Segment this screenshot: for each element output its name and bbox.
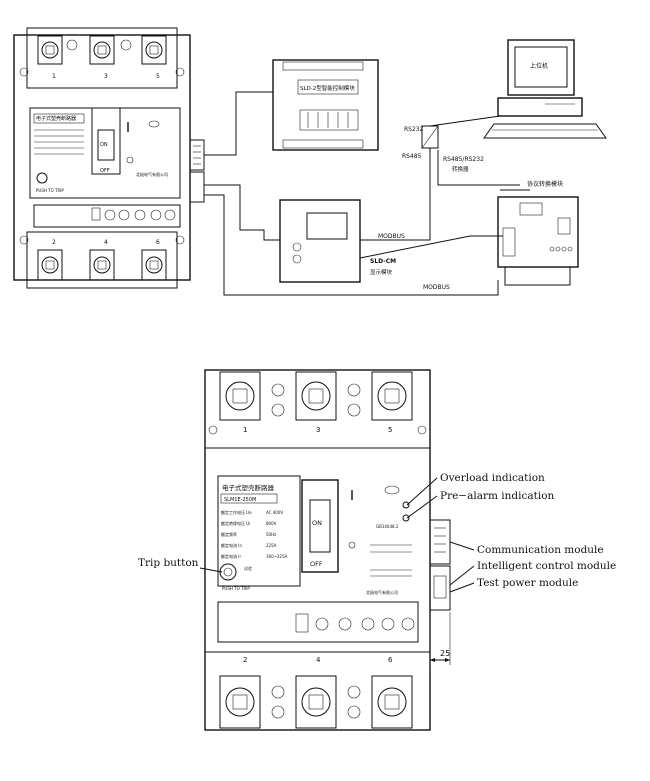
main-terminal-5: 5 xyxy=(388,426,392,434)
rating-value: 50Hz xyxy=(266,532,276,537)
test-label: 试验 xyxy=(244,565,252,571)
terminal-6: 6 xyxy=(156,239,160,246)
connection-lines: MODBUS MODBUS xyxy=(204,91,530,296)
communication-module-label: Communication module xyxy=(477,544,604,556)
terminal-1: 1 xyxy=(52,73,56,80)
rating-key: 额定绝缘电压 Ui xyxy=(221,520,250,526)
modbus-label-2: MODBUS xyxy=(423,284,450,291)
protocol-module-label: 协议转换模块 xyxy=(527,180,563,188)
sld-cm-display-module: SLD-CM 显示模块 xyxy=(279,199,396,283)
top-side-test-module xyxy=(189,171,205,203)
model-number: SLM1E-250M xyxy=(224,497,256,503)
rs485-label: RS485 xyxy=(402,153,422,160)
computer-label: 上位机 xyxy=(530,62,548,70)
rating-key: 额定工作电压 Ue xyxy=(221,509,252,515)
prealarm-led xyxy=(402,514,410,522)
ratings-list: 额定工作电压 Ue AC 400V 额定绝缘电压 Ui 800V 额定频率 50… xyxy=(221,509,288,559)
keyboard-icon xyxy=(483,123,607,139)
communication-module xyxy=(429,519,451,565)
main-terminal-6: 6 xyxy=(388,656,393,664)
rating-value: AC 400V xyxy=(266,510,283,515)
terminal-4: 4 xyxy=(104,239,108,246)
rs232-label: RS232 xyxy=(404,126,424,133)
terminal-5: 5 xyxy=(156,73,160,80)
converter-desc: 转换器 xyxy=(452,165,469,173)
top-breaker: 1 3 5 电子式塑壳断路器 PUSH TO TRIP ON OFF 北极电气有… xyxy=(13,27,205,289)
overload-indication-label: Overload indication xyxy=(440,472,545,484)
rs485-rs232-converter: RS232 RS485 RS485/RS232 转换器 xyxy=(402,125,484,173)
prealarm-indication-label: Pre−alarm indication xyxy=(440,490,555,502)
terminal-3: 3 xyxy=(104,73,108,80)
rating-key: 额定电流 In xyxy=(221,542,242,548)
test-power-module xyxy=(429,565,451,611)
intelligent-control-label: Intelligent control module xyxy=(477,560,616,572)
cert-mark-icon xyxy=(384,485,400,495)
top-off-label: OFF xyxy=(100,168,110,174)
push-to-trip-label: PUSH TO TRIP xyxy=(222,586,250,591)
main-top-terminals: 1 3 5 xyxy=(208,371,427,435)
main-terminal-4: 4 xyxy=(316,656,321,664)
top-push-to-trip: PUSH TO TRIP xyxy=(36,188,64,193)
trip-button-label: Trip button xyxy=(138,557,199,569)
sld2-label: SLD-2型智能控制模块 xyxy=(300,84,355,92)
main-breaker: 1 3 5 电子式塑壳断路器 SLM1E-250M 额定工作电压 Ue AC 4… xyxy=(204,369,451,731)
terminal-2: 2 xyxy=(52,239,56,246)
top-brand: 北极电气有限公司 xyxy=(136,171,168,177)
nameplate: 电子式塑壳断路器 SLM1E-250M 额定工作电压 Ue AC 400V 额定… xyxy=(217,475,301,591)
host-computer: 上位机 xyxy=(483,39,607,139)
test-power-label: Test power module xyxy=(477,577,578,589)
callouts: Overload indication Pre−alarm indication… xyxy=(138,472,616,593)
sld-cm-desc: 显示模块 xyxy=(370,268,393,276)
main-terminal-3: 3 xyxy=(316,426,320,434)
converter-name: RS485/RS232 xyxy=(443,156,484,163)
top-on-label: ON xyxy=(100,142,108,148)
dimension-marker: 25 xyxy=(429,612,451,665)
protocol-conversion-module: 协议转换模块 xyxy=(497,180,579,286)
modbus-label-1: MODBUS xyxy=(378,233,405,240)
brand-label: 北极电气有限公司 xyxy=(366,589,398,595)
main-terminal-1: 1 xyxy=(243,426,247,434)
rating-key: 额定频率 xyxy=(221,531,237,537)
main-terminal-2: 2 xyxy=(243,656,247,664)
top-side-comm-module xyxy=(189,139,205,171)
overload-led xyxy=(402,501,410,509)
handle-on-label: ON xyxy=(312,519,322,527)
dimension-label: 25 xyxy=(440,649,450,658)
breaker-handle: ON OFF xyxy=(301,479,339,573)
setting-knob-panel xyxy=(217,601,419,643)
rating-key: 额定电流 Ir xyxy=(221,553,241,559)
rating-value: 160~225A xyxy=(266,554,288,559)
sld-cm-name: SLD-CM xyxy=(370,258,396,265)
nameplate-title: 电子式塑壳断路器 xyxy=(222,483,275,492)
rating-value: 800V xyxy=(266,521,277,526)
standard-label: GB14048.2 xyxy=(376,524,399,529)
handle-off-label: OFF xyxy=(310,560,323,568)
sld2-control-module: SLD-2型智能控制模块 xyxy=(272,59,379,151)
rating-value: 225A xyxy=(266,543,277,548)
top-breaker-name: 电子式塑壳断路器 xyxy=(36,115,76,122)
top-terminals: 1 3 5 xyxy=(19,35,185,80)
trip-button xyxy=(219,563,237,581)
top-trip-button xyxy=(36,172,48,184)
